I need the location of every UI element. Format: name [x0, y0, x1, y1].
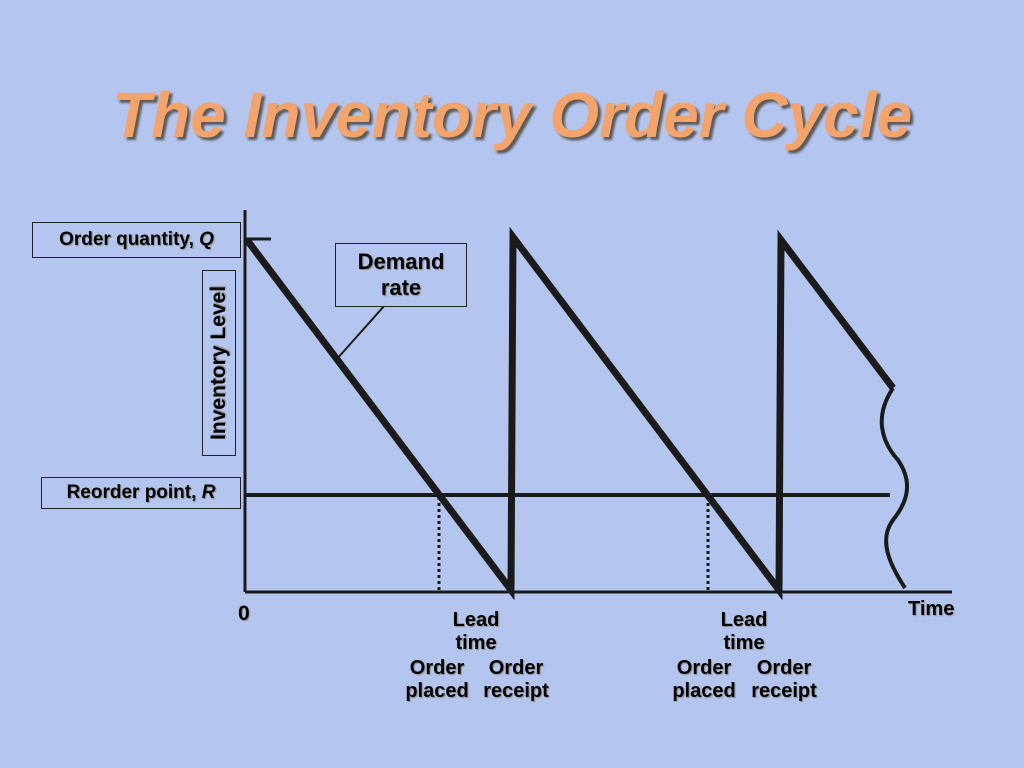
lead-time-2-line2: time	[723, 632, 765, 654]
order-quantity-symbol: Q	[199, 229, 214, 250]
reorder-point-text: Reorder point,	[66, 482, 202, 503]
order-quantity-label: Order quantity, Q	[32, 222, 241, 258]
order-placed-1-line2: placed	[405, 680, 469, 702]
order-placed-label-1: Order placed	[400, 657, 474, 703]
axis-break-squiggle	[879, 386, 909, 590]
inventory-sawtooth-line	[244, 226, 896, 601]
order-receipt-2-line1: Order	[756, 657, 812, 679]
order-quantity-text: Order quantity,	[59, 229, 200, 250]
demand-rate-pointer	[335, 304, 386, 361]
inventory-level-label: Inventory Level	[202, 270, 236, 456]
demand-rate-line1: Demand	[357, 249, 445, 274]
inventory-level-text: Inventory Level	[207, 285, 230, 441]
order-receipt-1-line2: receipt	[483, 680, 549, 702]
reorder-point-label: Reorder point, R	[41, 477, 241, 509]
slide-title: The Inventory Order Cycle	[111, 79, 913, 151]
order-receipt-label-1: Order receipt	[476, 657, 556, 703]
demand-rate-line2: rate	[380, 275, 422, 300]
lead-time-1-line1: Lead	[452, 609, 500, 631]
order-placed-2-line2: placed	[672, 680, 736, 702]
order-placed-2-line1: Order	[676, 657, 732, 679]
lead-time-2-line1: Lead	[720, 609, 768, 631]
order-receipt-2-line2: receipt	[751, 680, 817, 702]
demand-rate-label: Demand rate	[335, 243, 467, 307]
time-axis-label: Time	[908, 598, 955, 620]
order-receipt-1-line1: Order	[488, 657, 544, 679]
order-receipt-label-2: Order receipt	[744, 657, 824, 703]
origin-label: 0	[238, 602, 250, 625]
order-placed-label-2: Order placed	[667, 657, 741, 703]
lead-time-label-1: Lead time	[446, 609, 506, 655]
lead-time-1-line2: time	[455, 632, 497, 654]
lead-time-label-2: Lead time	[714, 609, 774, 655]
reorder-point-symbol: R	[201, 482, 216, 503]
order-placed-1-line1: Order	[409, 657, 465, 679]
